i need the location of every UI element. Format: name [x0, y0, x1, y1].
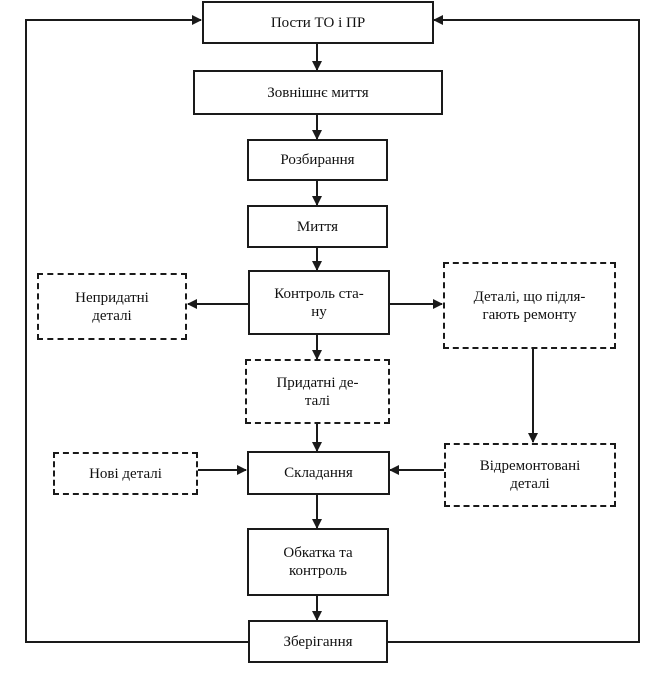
arrow-loop-left [25, 15, 248, 643]
arrow-loop-right [388, 15, 640, 643]
node-skladannia: Складання [247, 451, 390, 495]
node-zberihannia: Зберігання [248, 620, 388, 663]
node-nepryd-detali: Непридатні деталі [37, 273, 187, 340]
node-zovnishnie-myttia: Зовнішнє миття [193, 70, 443, 115]
node-vidremontovani-detali: Відремонтовані деталі [444, 443, 616, 507]
node-prydatni-detali: Придатні де- талі [245, 359, 390, 424]
node-posty-to-i-pr: Пости ТО і ПР [202, 1, 434, 44]
node-novi-detali: Нові деталі [53, 452, 198, 495]
node-myttia: Миття [247, 205, 388, 248]
node-detali-remont: Деталі, що підля- гають ремонту [443, 262, 616, 349]
node-kontrol-stanu: Контроль ста- ну [248, 270, 390, 335]
node-rozbyrannia: Розбирання [247, 139, 388, 181]
node-obkatka-ta-kontrol: Обкатка та контроль [247, 528, 389, 596]
